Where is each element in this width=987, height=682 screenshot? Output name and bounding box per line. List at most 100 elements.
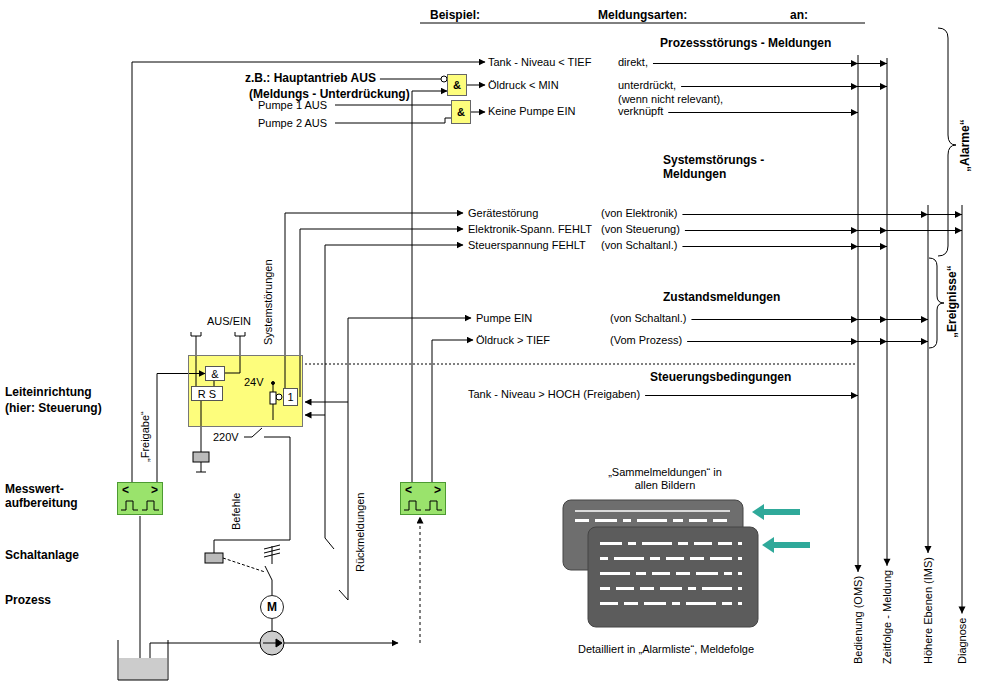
signal-wire bbox=[335, 118, 451, 123]
screen-text-dash bbox=[642, 542, 672, 545]
label-text: Zustandsmeldungen bbox=[663, 290, 780, 304]
and-gate: & bbox=[205, 366, 225, 381]
arrow-head bbox=[851, 338, 858, 345]
screen-text-dash bbox=[702, 587, 732, 590]
arrow-head bbox=[851, 227, 858, 234]
controller-box: 24V&R S1 bbox=[188, 355, 303, 427]
label-text: „Ereignisse“ bbox=[945, 265, 959, 338]
signal-wire bbox=[325, 245, 463, 538]
screen-text-dash bbox=[637, 519, 667, 522]
signal-wire bbox=[339, 590, 348, 600]
label-text: Diagnose bbox=[956, 618, 969, 664]
arrow-head bbox=[880, 60, 887, 67]
label-text: Messwert- aufbereitung bbox=[5, 482, 90, 510]
signal-conditioner: <> bbox=[117, 482, 163, 515]
label-text: Pumpe 2 AUS bbox=[258, 117, 327, 130]
pump-symbol bbox=[260, 631, 284, 655]
screen-text-dash bbox=[738, 542, 742, 545]
header-rule bbox=[420, 23, 865, 24]
and-gate: & bbox=[447, 74, 467, 96]
signal-wire bbox=[325, 538, 334, 549]
signal-wire bbox=[471, 112, 485, 113]
label-text: „Sammelmeldungen“ in allen Bildern bbox=[605, 466, 725, 492]
node-text: & bbox=[453, 79, 461, 91]
label-text: Detailliert in „Alarmliste“, Meldefolge bbox=[578, 643, 754, 656]
pump-symbol bbox=[260, 631, 284, 655]
node-text: > bbox=[434, 484, 441, 496]
screen-text-dash bbox=[689, 519, 707, 522]
label-text: (Meldungs - Unterdrückung) bbox=[249, 87, 410, 101]
process-pipe bbox=[420, 517, 421, 643]
controller-wiring bbox=[272, 382, 275, 385]
screen-text-dash bbox=[614, 557, 644, 560]
screen-text-dash bbox=[628, 542, 636, 545]
message-line bbox=[687, 341, 928, 342]
label-text: Meldungsarten: bbox=[598, 8, 687, 22]
pointer-arrow bbox=[762, 537, 810, 553]
screen-text-dash bbox=[676, 572, 690, 575]
relay-coil bbox=[193, 452, 223, 563]
label-text: an: bbox=[790, 8, 808, 22]
arrow-head bbox=[851, 109, 858, 116]
screen-text-dash bbox=[640, 587, 654, 590]
push-button bbox=[191, 332, 245, 386]
screen-text-dash bbox=[722, 602, 732, 605]
label-text: (von Elektronik) bbox=[601, 207, 677, 220]
switchgear-wiring bbox=[214, 428, 290, 631]
node-text: 24V bbox=[244, 376, 264, 388]
screen-text-dash bbox=[600, 542, 622, 545]
screen-text-dash bbox=[696, 572, 718, 575]
message-line bbox=[645, 395, 858, 396]
label-text: direkt, bbox=[618, 56, 648, 69]
label-text: Pumpe 1 AUS bbox=[258, 99, 327, 112]
label-text: (von Steuerung) bbox=[601, 223, 680, 236]
screen-text-dash bbox=[672, 602, 680, 605]
label-text: Öldruck > TIEF bbox=[476, 334, 550, 347]
relay-coil bbox=[205, 553, 223, 563]
label-text: 220V bbox=[213, 431, 239, 444]
signal-wire bbox=[305, 402, 348, 403]
screen-text-dash bbox=[724, 572, 732, 575]
signal-wire bbox=[335, 105, 451, 106]
arrow-head bbox=[880, 338, 887, 345]
controller-wiring bbox=[270, 392, 276, 404]
arrow-head bbox=[851, 243, 858, 250]
screen-text-dash bbox=[686, 602, 716, 605]
header-rule bbox=[420, 23, 865, 24]
switchgear-wiring bbox=[214, 428, 290, 553]
and-gate: & bbox=[451, 100, 471, 124]
process-pipe bbox=[140, 516, 420, 672]
push-button bbox=[225, 332, 245, 373]
condition-divider bbox=[305, 364, 856, 365]
node-text: < bbox=[122, 484, 129, 496]
screen-text-dash bbox=[738, 557, 742, 560]
arrow-head bbox=[884, 559, 891, 566]
arrow-head bbox=[851, 83, 858, 90]
screen-text-dash bbox=[713, 519, 727, 522]
screen-text-dash bbox=[738, 587, 742, 590]
label-text: Keine Pumpe EIN bbox=[488, 105, 575, 118]
screen-text-dash bbox=[644, 602, 666, 605]
arrow-head bbox=[851, 316, 858, 323]
switchgear-wiring bbox=[272, 619, 273, 631]
pointer-arrow bbox=[752, 504, 800, 520]
screen-text-dash bbox=[688, 587, 696, 590]
condition-divider bbox=[305, 364, 856, 365]
screen-text-dash bbox=[623, 519, 631, 522]
screen-text-dash bbox=[660, 587, 682, 590]
controller-wiring bbox=[196, 462, 206, 472]
arrow-head bbox=[880, 243, 887, 250]
screen-text-dash bbox=[595, 519, 617, 522]
flipflop-box: R S bbox=[191, 386, 223, 401]
label-text: Systemstörungen bbox=[262, 259, 275, 345]
screen-text-dash bbox=[624, 602, 638, 605]
routing-wire bbox=[380, 55, 966, 614]
label-text: „Alarme“ bbox=[958, 119, 972, 172]
node-text: < bbox=[405, 484, 412, 496]
group-brace bbox=[938, 28, 956, 256]
signal-wire bbox=[300, 229, 463, 397]
screen-text-dash bbox=[600, 572, 630, 575]
arrow-head bbox=[955, 211, 962, 218]
receiver-bus bbox=[858, 55, 859, 572]
screen-text-dash bbox=[600, 602, 618, 605]
